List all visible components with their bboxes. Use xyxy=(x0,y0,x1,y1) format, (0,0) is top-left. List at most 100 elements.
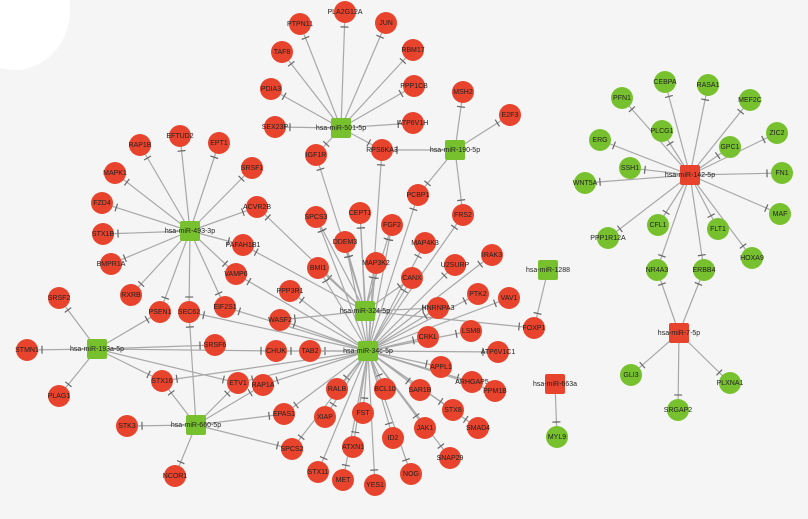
gene-node[interactable]: RASA1 xyxy=(697,74,720,96)
gene-node[interactable]: SRGAP2 xyxy=(664,399,693,421)
gene-node[interactable]: SMAD4 xyxy=(466,417,490,439)
mirna-node[interactable]: hsa-miR-190-5p xyxy=(430,140,480,160)
gene-node[interactable]: RPS6KA3 xyxy=(366,139,398,161)
gene-node[interactable]: RBM17 xyxy=(401,39,425,61)
gene-node[interactable]: HNRNPA3 xyxy=(422,297,455,319)
gene-node[interactable]: FGF2 xyxy=(381,214,403,236)
gene-node[interactable]: FZD4 xyxy=(91,192,113,214)
gene-node[interactable]: PPP3R1 xyxy=(277,280,304,302)
gene-node[interactable]: MAF xyxy=(769,203,791,225)
gene-node[interactable]: ARHGAP5 xyxy=(455,371,489,393)
mirna-node[interactable]: hsa-miR-193a-5p xyxy=(70,339,124,359)
gene-node[interactable]: STMN1 xyxy=(15,339,39,361)
gene-node[interactable]: FRS2 xyxy=(452,204,474,226)
gene-node[interactable]: ID2 xyxy=(382,427,404,449)
gene-node[interactable]: PLCG1 xyxy=(651,120,674,142)
gene-node[interactable]: CRKL xyxy=(417,326,439,348)
gene-node[interactable]: SRSF1 xyxy=(241,157,264,179)
gene-node[interactable]: PTPN11 xyxy=(287,13,313,35)
gene-node[interactable]: TAB2 xyxy=(299,340,321,362)
gene-node[interactable]: SRSF6 xyxy=(204,334,227,356)
gene-node[interactable]: FST xyxy=(352,402,374,424)
gene-node[interactable]: MAP4K3 xyxy=(411,232,439,254)
gene-node[interactable]: HOXA9 xyxy=(740,247,764,269)
gene-node[interactable]: BMI1 xyxy=(307,257,329,279)
gene-node[interactable]: STX8 xyxy=(442,399,464,421)
gene-node[interactable]: ATXN1 xyxy=(342,436,364,458)
gene-node[interactable]: MSH2 xyxy=(452,81,474,103)
gene-node[interactable]: MET xyxy=(332,469,354,491)
gene-node[interactable]: ACVR2B xyxy=(243,196,271,218)
gene-node[interactable]: LSM8 xyxy=(460,320,482,342)
gene-node[interactable]: SNAP29 xyxy=(437,447,464,469)
gene-node[interactable]: WNT5A xyxy=(573,172,598,194)
gene-node[interactable]: ETV1 xyxy=(227,372,249,394)
gene-node[interactable]: BCL10 xyxy=(374,378,396,400)
mirna-node[interactable]: hsa-miR-1288 xyxy=(526,260,570,280)
mirna-node[interactable]: hsa-miR-493-3p xyxy=(165,221,215,241)
gene-node[interactable]: MYL9 xyxy=(546,426,568,448)
mirna-node[interactable]: hsa-miR-324-5p xyxy=(340,301,390,321)
gene-node[interactable]: NR4A3 xyxy=(646,259,669,281)
gene-node[interactable]: CANX xyxy=(401,267,423,289)
gene-node[interactable]: GPC1 xyxy=(719,136,741,158)
gene-node[interactable]: GLI3 xyxy=(620,364,642,386)
gene-node[interactable]: SAR1B xyxy=(409,379,432,401)
gene-node[interactable]: WASF2 xyxy=(268,309,292,331)
gene-node[interactable]: SPCS3 xyxy=(305,206,328,228)
gene-node[interactable]: SRSF2 xyxy=(48,287,71,309)
gene-node[interactable]: PTK2 xyxy=(467,283,489,305)
gene-node[interactable]: ERBB4 xyxy=(693,259,716,281)
gene-node[interactable]: PSEN1 xyxy=(149,301,172,323)
mirna-node[interactable]: hsa-miR-660-5p xyxy=(171,415,221,435)
gene-node[interactable]: RAP1A xyxy=(252,374,275,396)
mirna-node[interactable]: hsa-miR-501-5p xyxy=(316,118,366,138)
gene-node[interactable]: JUN xyxy=(375,12,397,34)
gene-node[interactable]: NOG xyxy=(400,463,422,485)
gene-node[interactable]: PCBP1 xyxy=(407,184,430,206)
gene-node[interactable]: EFTUD2 xyxy=(166,125,194,147)
gene-node[interactable]: PPP1CB xyxy=(400,75,428,97)
gene-node[interactable]: BMPR1A xyxy=(97,253,126,275)
gene-node[interactable]: STX1B xyxy=(92,223,115,245)
gene-node[interactable]: EIF2S1 xyxy=(213,296,237,318)
gene-node[interactable]: SEC62 xyxy=(178,301,200,323)
gene-node[interactable]: VAMP6 xyxy=(224,263,248,285)
gene-node[interactable]: MAPK1 xyxy=(103,162,127,184)
gene-node[interactable]: PFN1 xyxy=(611,87,633,109)
gene-node[interactable]: MAP3K2 xyxy=(362,252,390,274)
gene-node[interactable]: YES1 xyxy=(364,474,386,496)
gene-node[interactable]: STX16 xyxy=(151,370,173,392)
gene-node[interactable]: CEBPA xyxy=(653,71,677,93)
gene-node[interactable]: PPP1R12A xyxy=(590,227,626,249)
gene-node[interactable]: U2SURP xyxy=(441,254,470,276)
gene-node[interactable]: E2F3 xyxy=(499,104,521,126)
gene-node[interactable]: XIAP xyxy=(314,406,336,428)
gene-node[interactable]: CEPT1 xyxy=(349,202,372,224)
gene-node[interactable]: PPM1B xyxy=(483,380,507,402)
gene-node[interactable]: MEF2C xyxy=(738,89,762,111)
gene-node[interactable]: RAP1B xyxy=(129,134,152,156)
gene-node[interactable]: ZIC2 xyxy=(766,122,788,144)
gene-node[interactable]: CFL1 xyxy=(647,214,669,236)
gene-node[interactable]: EPAS1 xyxy=(273,403,295,425)
gene-node[interactable]: PLA2G12A xyxy=(327,1,363,23)
gene-node[interactable]: RALB xyxy=(326,378,348,400)
gene-node[interactable]: SEX23P xyxy=(262,116,289,138)
gene-node[interactable]: DDEM3 xyxy=(333,231,358,253)
gene-node[interactable]: VAV1 xyxy=(498,287,520,309)
gene-node[interactable]: STX11 xyxy=(307,461,329,483)
gene-node[interactable]: PDIA3 xyxy=(260,78,282,100)
mirna-node[interactable]: hsa-miR-663a xyxy=(533,374,577,394)
gene-node[interactable]: APPL1 xyxy=(430,356,452,378)
gene-node[interactable]: JAK1 xyxy=(414,417,436,439)
gene-node[interactable]: NCOR1 xyxy=(163,465,188,487)
gene-node[interactable]: STK3 xyxy=(116,415,138,437)
gene-node[interactable]: TAF8 xyxy=(271,41,293,63)
gene-node[interactable]: ERG xyxy=(589,129,611,151)
gene-node[interactable]: IRAK3 xyxy=(481,244,503,266)
gene-node[interactable]: RXRB xyxy=(120,284,142,306)
gene-node[interactable]: FN1 xyxy=(771,162,793,184)
gene-node[interactable]: PLXNA1 xyxy=(717,372,744,394)
gene-node[interactable]: PLAG1 xyxy=(48,385,71,407)
